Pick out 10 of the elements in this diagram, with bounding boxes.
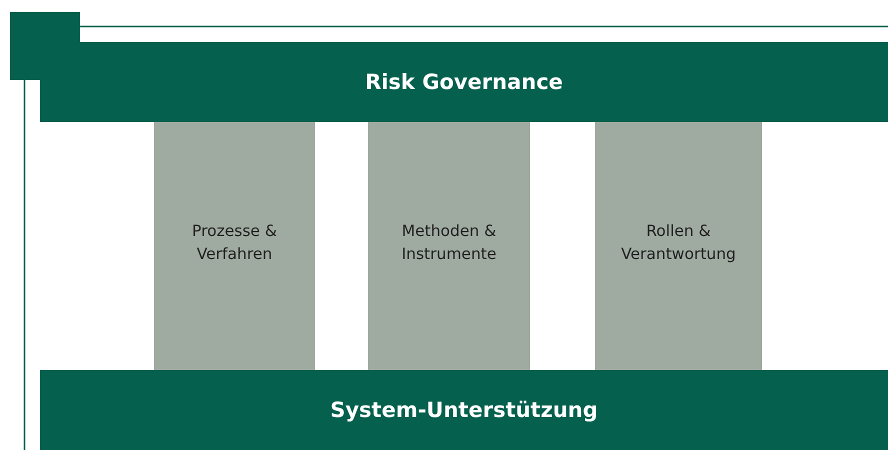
pillar-box (368, 122, 530, 370)
pillar-box (595, 122, 762, 370)
header-banner (40, 370, 888, 450)
label-text: Rollen & Verantwortung (620, 221, 737, 266)
header-banner (40, 42, 888, 122)
label-text: Prozesse & Verfahren (191, 221, 278, 266)
pillar-box (154, 122, 315, 370)
label-text: System-Unterstützung (330, 398, 598, 422)
label-text: Risk Governance (365, 70, 563, 94)
label-text: Methoden & Instrumente (400, 221, 498, 266)
